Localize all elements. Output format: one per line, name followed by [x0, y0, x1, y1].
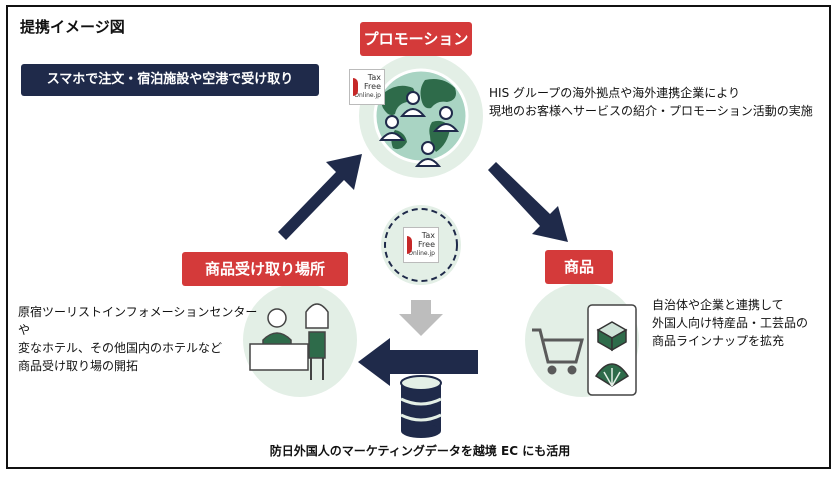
down-arrow-icon [399, 300, 443, 336]
dashed-ring [384, 208, 458, 282]
pickup-label: 商品受け取り場所 [182, 252, 348, 286]
arrow-icon [278, 154, 568, 386]
feature-banner: スマホで注文・宿泊施設や空港で受け取り [21, 64, 319, 96]
goods-label: 商品 [545, 250, 613, 284]
taxfree-logo-top: Tax Free Online.jp [349, 69, 385, 105]
goods-desc-line-2: 外国人向け特産品・工芸品の [652, 316, 809, 330]
fan-icon [594, 363, 630, 387]
goods-description: 自治体や企業と連携して 外国人向け特産品・工芸品の 商品ラインナップを拡充 [652, 296, 832, 350]
people-icon [378, 91, 460, 167]
promotion-desc-line-1: HIS グループの海外拠点や海外連携企業により [489, 86, 741, 100]
goods-desc-line-1: 自治体や企業と連携して [652, 298, 784, 312]
taxfree-logo-center: Tax Free Online.jp [403, 227, 439, 263]
footer-caption: 防日外国人のマーケティングデータを越境 EC にも活用 [269, 444, 571, 458]
gift-box-icon [596, 321, 628, 352]
pickup-circle [243, 283, 357, 397]
arrow-up-right [278, 154, 362, 240]
pickup-desc-line-2: 変なホテル、その他国内のホテルなど [18, 341, 223, 355]
arrow-left [358, 338, 478, 386]
arrow-down-right [488, 162, 568, 242]
promotion-desc-line-2: 現地のお客様へサービスの紹介・プロモーション活動の実施 [489, 104, 813, 118]
promotion-description: HIS グループの海外拠点や海外連携企業により 現地のお客様へサービスの紹介・プ… [489, 84, 829, 120]
page-title: 提携イメージ図 [20, 18, 125, 36]
pickup-desc-line-1: 原宿ツーリストインフォメーションセンターや [18, 305, 258, 337]
database-icon [400, 375, 442, 438]
promotion-label: プロモーション [360, 22, 472, 56]
pickup-description: 原宿ツーリストインフォメーションセンターや 変なホテル、その他国内のホテルなど … [18, 303, 258, 375]
goods-desc-line-3: 商品ラインナップを拡充 [652, 334, 785, 348]
reception-desk-icon [249, 303, 329, 380]
pickup-desc-line-3: 商品受け取り場の開拓 [18, 359, 139, 373]
shopping-cart-icon [532, 328, 584, 375]
